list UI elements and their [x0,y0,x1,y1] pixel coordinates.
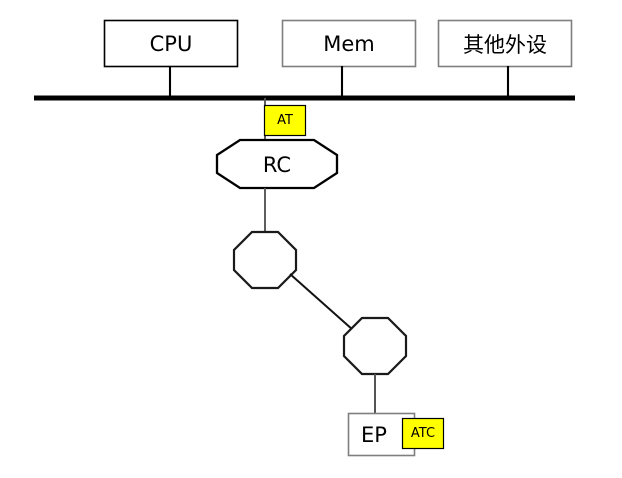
rc-octagon[interactable] [215,138,339,190]
cpu-box[interactable] [103,19,239,68]
switch-2-octagon[interactable] [342,316,408,376]
at-tag-box[interactable] [263,104,307,137]
switch-1-octagon[interactable] [232,230,298,290]
atc-tag-box[interactable] [401,417,445,450]
mem-box[interactable] [281,19,417,68]
peripherals-box[interactable] [437,19,573,68]
switch1-switch2-connector [289,273,354,331]
